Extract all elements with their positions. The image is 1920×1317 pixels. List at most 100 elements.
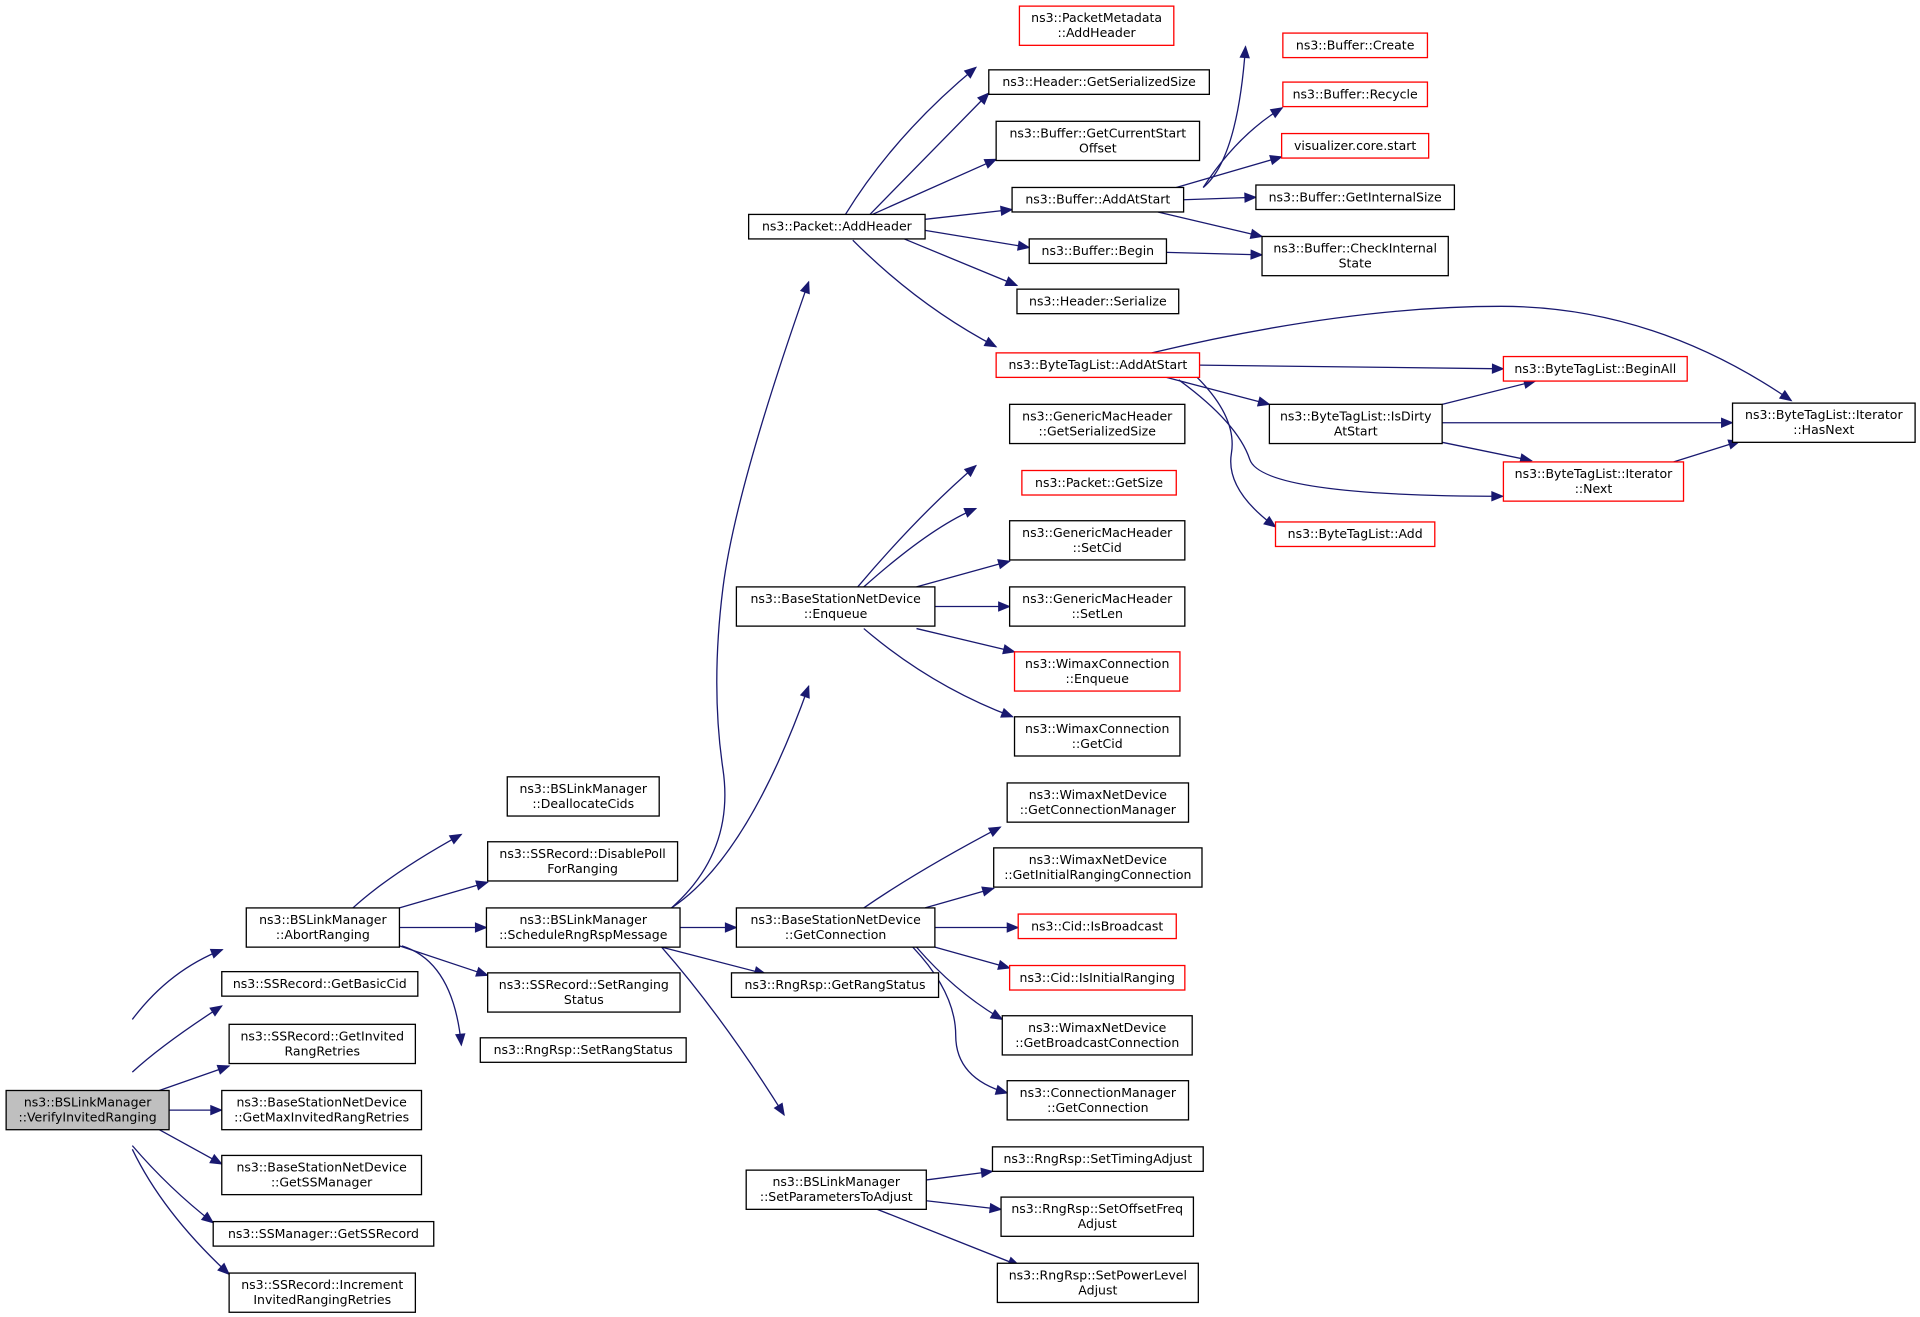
node-buf_create[interactable]: ns3::Buffer::Create: [1282, 32, 1429, 59]
node-box: [1008, 964, 1186, 991]
node-addheader[interactable]: ns3::Packet::AddHeader: [747, 213, 926, 240]
arrowhead: [997, 559, 1011, 570]
edge-line: [1166, 376, 1270, 405]
node-dealloc[interactable]: ns3::BSLinkManager::DeallocateCids: [506, 776, 660, 817]
node-box: [1261, 235, 1449, 277]
edge-line: [863, 628, 1013, 718]
node-wnd_getbroadcast[interactable]: ns3::WimaxNetDevice::GetBroadcastConnect…: [1001, 1015, 1193, 1056]
node-btl_addatstart[interactable]: ns3::ByteTagList::AddAtStart: [995, 352, 1201, 379]
node-label: ns3::Buffer::Begin: [1042, 243, 1155, 258]
node-wc_enqueue[interactable]: ns3::WimaxConnection::Enqueue: [1013, 651, 1181, 692]
node-label: ns3::RngRsp::SetPowerLevel: [1009, 1267, 1187, 1282]
node-label: ns3::ConnectionManager: [1020, 1085, 1177, 1100]
node-label: State: [1339, 256, 1372, 271]
node-btl_it_hasnext[interactable]: ns3::ByteTagList::Iterator::HasNext: [1731, 402, 1916, 443]
edge-line: [1441, 380, 1536, 405]
node-cid_isinitial[interactable]: ns3::Cid::IsInitialRanging: [1008, 964, 1186, 991]
node-rr_settiming[interactable]: ns3::RngRsp::SetTimingAdjust: [991, 1146, 1204, 1173]
node-label: ns3::WimaxNetDevice: [1028, 1020, 1167, 1035]
node-wnd_getinitial[interactable]: ns3::WimaxNetDevice::GetInitialRangingCo…: [993, 847, 1203, 888]
node-box: [1008, 520, 1186, 561]
node-label: ns3::BSLinkManager: [519, 781, 647, 796]
node-increment[interactable]: ns3::SSRecord::IncrementInvitedRangingRe…: [228, 1272, 417, 1313]
node-buf_recycle[interactable]: ns3::Buffer::Recycle: [1282, 81, 1429, 108]
node-box: [995, 120, 1201, 162]
node-gmh_setcid[interactable]: ns3::GenericMacHeader::SetCid: [1008, 520, 1186, 561]
node-buf_getinternal[interactable]: ns3::Buffer::GetInternalSize: [1255, 184, 1456, 211]
node-getmaxinvited[interactable]: ns3::BaseStationNetDevice::GetMaxInvited…: [221, 1089, 423, 1131]
node-getssmanager[interactable]: ns3::BaseStationNetDevice::GetSSManager: [221, 1154, 423, 1196]
node-label: ns3::BSLinkManager: [24, 1095, 152, 1110]
arrowhead: [1004, 276, 1019, 286]
node-box: [995, 352, 1201, 379]
node-setrangstatus[interactable]: ns3::RngRsp::SetRangStatus: [479, 1037, 687, 1063]
node-gmh_getser[interactable]: ns3::GenericMacHeader::GetSerializedSize: [1008, 403, 1186, 445]
node-getconnection[interactable]: ns3::BaseStationNetDevice::GetConnection: [735, 907, 936, 948]
arrowhead: [1491, 490, 1505, 502]
edge-line: [158, 1129, 223, 1165]
node-pm_addheader[interactable]: ns3::PacketMetadata::AddHeader: [1018, 5, 1175, 46]
node-hdr_serialize[interactable]: ns3::Header::Serialize: [1016, 288, 1180, 315]
node-btl_it_next[interactable]: ns3::ByteTagList::Iterator::Next: [1502, 461, 1685, 502]
arrowhead: [963, 464, 977, 478]
node-label: ::Enqueue: [804, 606, 868, 621]
node-cid_isbroadcast[interactable]: ns3::Cid::IsBroadcast: [1017, 913, 1177, 940]
node-schedule[interactable]: ns3::BSLinkManager::ScheduleRngRspMessag…: [485, 907, 681, 948]
node-box: [993, 847, 1203, 888]
node-label: ::AbortRanging: [276, 927, 370, 942]
node-wc_getcid[interactable]: ns3::WimaxConnection::GetCid: [1013, 716, 1181, 757]
call-edge-abort-to-dealloc: [352, 833, 463, 909]
node-box: [1018, 5, 1175, 46]
node-box: [1013, 716, 1181, 757]
node-label: ns3::ByteTagList::AddAtStart: [1008, 357, 1187, 372]
node-label: ::AddHeader: [1058, 25, 1137, 40]
node-verify[interactable]: ns3::BSLinkManager::VerifyInvitedRanging: [5, 1089, 170, 1131]
arrowhead: [983, 336, 998, 348]
call-edge-abort-to-disablepoll: [399, 880, 489, 909]
call-edge-buf_addatstart-to-buf_recycle: [1202, 107, 1284, 188]
node-getbasiccid[interactable]: ns3::SSRecord::GetBasicCid: [221, 970, 419, 997]
call-edge-verify-to-increment: [131, 1149, 231, 1276]
node-btl_add[interactable]: ns3::ByteTagList::Add: [1274, 521, 1436, 548]
node-btl_beginall[interactable]: ns3::ByteTagList::BeginAll: [1502, 355, 1688, 382]
node-label: ns3::ByteTagList::BeginAll: [1514, 361, 1676, 376]
call-edge-abort-to-setrangstatus: [401, 945, 466, 1047]
node-hdr_getser[interactable]: ns3::Header::GetSerializedSize: [988, 69, 1210, 95]
node-label: ns3::BaseStationNetDevice: [236, 1160, 407, 1175]
node-buf_addatstart[interactable]: ns3::Buffer::AddAtStart: [1011, 186, 1185, 213]
node-viz_start[interactable]: visualizer.core.start: [1280, 132, 1430, 159]
node-gmh_setlen[interactable]: ns3::GenericMacHeader::SetLen: [1008, 586, 1186, 627]
arrowhead: [799, 684, 810, 699]
call-edge-setparams-to-rr_setoffset: [926, 1200, 1003, 1214]
node-buf_begin[interactable]: ns3::Buffer::Begin: [1028, 238, 1168, 265]
arrowhead: [1000, 707, 1014, 718]
node-getssrecord[interactable]: ns3::SSManager::GetSSRecord: [212, 1220, 435, 1247]
node-box: [1008, 403, 1186, 445]
node-pkt_getsize[interactable]: ns3::Packet::GetSize: [1021, 469, 1177, 496]
node-abort[interactable]: ns3::BSLinkManager::AbortRanging: [245, 907, 401, 948]
edge-line: [916, 627, 1015, 653]
node-wnd_getconnmgr[interactable]: ns3::WimaxNetDevice::GetConnectionManage…: [1006, 782, 1190, 823]
node-label: ns3::SSRecord::SetRanging: [499, 977, 669, 992]
edge-line: [671, 281, 810, 909]
node-getrangstatus[interactable]: ns3::RngRsp::GetRangStatus: [730, 972, 940, 999]
call-edge-schedule-to-addheader: [671, 280, 810, 909]
call-edge-setparams-to-rr_settiming: [926, 1167, 994, 1181]
node-box: [745, 1169, 927, 1210]
node-box: [485, 907, 681, 948]
arrowhead: [1263, 515, 1277, 528]
node-enqueue[interactable]: ns3::BaseStationNetDevice::Enqueue: [735, 586, 936, 627]
edge-line: [924, 887, 994, 909]
node-setparams[interactable]: ns3::BSLinkManager::SetParametersToAdjus…: [745, 1169, 927, 1210]
call-edge-enqueue-to-gmh_getser: [857, 464, 977, 588]
edge-line: [1194, 374, 1276, 528]
node-cm_getconnection[interactable]: ns3::ConnectionManager::GetConnection: [1006, 1080, 1190, 1121]
